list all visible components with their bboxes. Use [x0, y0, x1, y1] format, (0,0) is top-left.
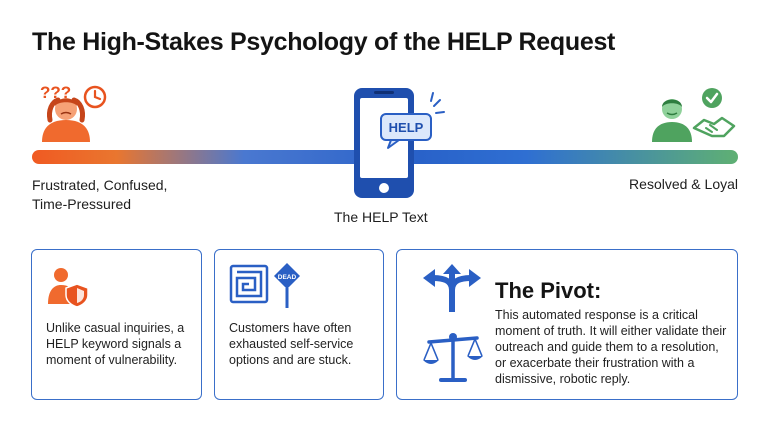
- help-bubble-icon: HELP: [380, 113, 432, 149]
- help-text-label: The HELP Text: [334, 209, 428, 225]
- vulnerability-card: Unlike casual inquiries, a HELP keyword …: [31, 249, 202, 400]
- vulnerability-text: Unlike casual inquiries, a HELP keyword …: [46, 321, 185, 367]
- resolved-label: Resolved & Loyal: [629, 176, 738, 192]
- help-bubble-text: HELP: [389, 120, 424, 135]
- frustrated-person-icon: ???: [40, 83, 107, 142]
- stuck-text: Customers have often exhausted self-serv…: [229, 321, 354, 367]
- pivot-title: The Pivot:: [495, 278, 602, 303]
- pivot-card: The Pivot: This automated response is a …: [396, 249, 738, 400]
- user-shield-icon: [48, 268, 89, 308]
- maze-icon: [229, 264, 269, 304]
- question-marks: ???: [40, 83, 71, 102]
- frustrated-label: Frustrated, Confused, Time-Pressured: [32, 177, 168, 212]
- resolved-person-handshake-icon: [652, 88, 736, 142]
- page-title: The High-Stakes Psychology of the HELP R…: [32, 28, 616, 56]
- stuck-customers-card: DEAD Customers have often exhausted self…: [214, 249, 384, 400]
- phone-icon: HELP: [354, 88, 445, 198]
- pivot-text: This automated response is a critical mo…: [495, 308, 727, 386]
- split-arrow-icon: [423, 264, 481, 312]
- dead-end-sign-icon: DEAD: [274, 263, 300, 308]
- balance-scale-icon: [423, 333, 483, 382]
- dead-sign-text: DEAD: [278, 274, 297, 281]
